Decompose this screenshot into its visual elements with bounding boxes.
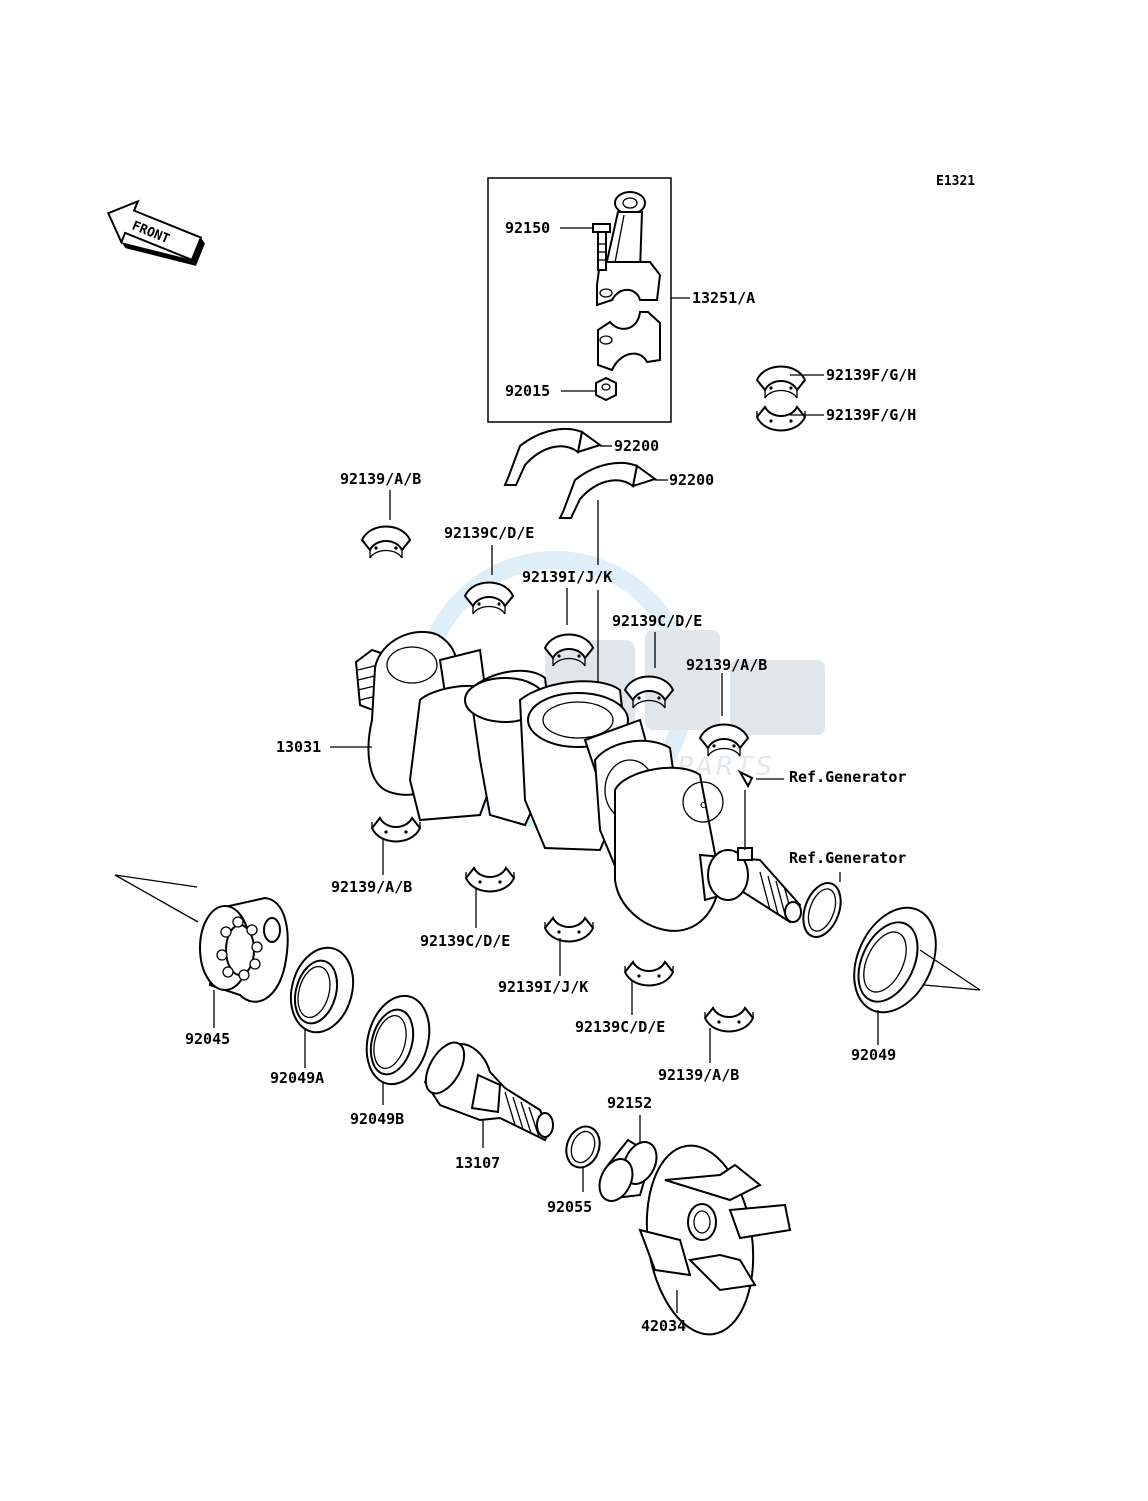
bearing-shell-92139cde-lower-1[interactable] xyxy=(465,867,515,893)
collar-92152[interactable] xyxy=(593,1137,663,1207)
callout-92139fgh-1: 92139F/G/H xyxy=(826,366,916,384)
callout-13251-a: 13251/A xyxy=(692,289,755,307)
callout-92139ab-2: 92139/A/B xyxy=(686,656,767,674)
coupling-42034[interactable] xyxy=(635,1139,792,1342)
thrust-washer-92200-a[interactable] xyxy=(503,427,603,486)
bearing-shell-92139cde-upper-1[interactable] xyxy=(464,581,514,615)
oil-seal-92049a[interactable] xyxy=(282,941,362,1040)
callout-92139cde-4: 92139C/D/E xyxy=(575,1018,665,1036)
bearing-shell-92139ab-lower-1[interactable] xyxy=(371,817,421,843)
callout-92139ijk-1: 92139I/J/K xyxy=(522,568,612,586)
callout-92049a: 92049A xyxy=(270,1069,324,1087)
thrust-washer-92200-b[interactable] xyxy=(558,461,658,519)
callout-92049b: 92049B xyxy=(350,1110,404,1128)
svg-text:c: c xyxy=(700,798,706,811)
bearing-shell-92139fgh-upper[interactable] xyxy=(756,365,806,399)
callout-92139ab-1: 92139/A/B xyxy=(340,470,421,488)
crankshaft[interactable]: c xyxy=(354,630,802,932)
o-ring-92055[interactable] xyxy=(561,1122,605,1172)
callout-13031: 13031 xyxy=(276,738,321,756)
callout-92049: 92049 xyxy=(851,1046,896,1064)
bearing-shell-92139fgh-lower[interactable] xyxy=(756,406,806,432)
callout-92139fgh-2: 92139F/G/H xyxy=(826,406,916,424)
bearing-shell-92139ab-lower-2[interactable] xyxy=(704,1007,754,1033)
callout-ref-generator-2: Ref.Generator xyxy=(789,849,906,867)
callout-42034: 42034 xyxy=(641,1317,686,1335)
shaft-13107[interactable] xyxy=(418,1036,554,1142)
bearing-shell-92139ijk-lower[interactable] xyxy=(544,917,594,943)
callout-92200-1: 92200 xyxy=(614,437,659,455)
connecting-rod[interactable] xyxy=(592,191,662,402)
callout-92152: 92152 xyxy=(607,1094,652,1112)
callout-92139ijk-2: 92139I/J/K xyxy=(498,978,588,996)
woodruff-key[interactable] xyxy=(737,769,754,789)
figure-code: E1321 xyxy=(936,174,975,189)
callout-92150: 92150 xyxy=(505,219,550,237)
callout-92045: 92045 xyxy=(185,1030,230,1048)
callout-92200-2: 92200 xyxy=(669,471,714,489)
oil-seal-92049[interactable] xyxy=(838,895,981,1026)
callout-13107: 13107 xyxy=(455,1154,500,1172)
callout-92139ab-3: 92139/A/B xyxy=(331,878,412,896)
front-arrow-icon: FRONT xyxy=(106,199,205,266)
callout-92139cde-2: 92139C/D/E xyxy=(612,612,702,630)
callout-92139cde-3: 92139C/D/E xyxy=(420,932,510,950)
callout-ref-generator-1: Ref.Generator xyxy=(789,768,906,786)
ball-bearing-92045[interactable] xyxy=(114,874,289,1003)
callout-92015: 92015 xyxy=(505,382,550,400)
callout-92055: 92055 xyxy=(547,1198,592,1216)
connecting-rod-frame xyxy=(487,177,672,423)
callout-92139cde-1: 92139C/D/E xyxy=(444,524,534,542)
o-ring-ref-generator[interactable] xyxy=(796,878,847,942)
oil-seal-92049b[interactable] xyxy=(357,989,438,1091)
bearing-shell-92139ab-upper-1[interactable] xyxy=(361,525,411,559)
callout-92139ab-4: 92139/A/B xyxy=(658,1066,739,1084)
